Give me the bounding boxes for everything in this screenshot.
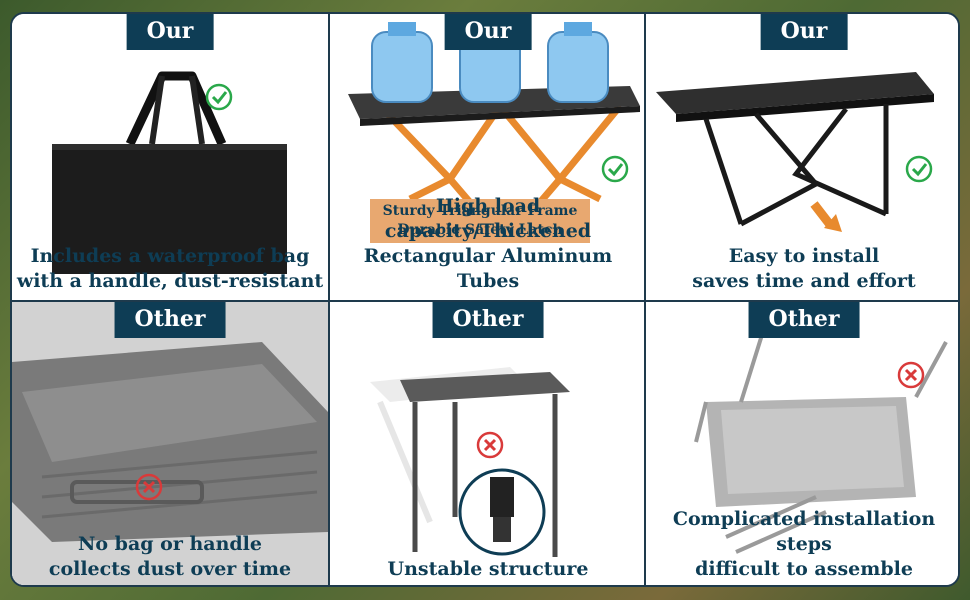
panel-tag: Our: [444, 14, 532, 50]
divider: [328, 14, 330, 585]
panel-our-bag: Our Includes a waterproof bag with a han…: [12, 14, 328, 300]
panel-tag: Other: [432, 302, 544, 338]
cross-icon: [476, 431, 504, 459]
panel-our-install: Our Easy to install saves time and effor…: [646, 14, 958, 300]
panel-our-load: Sturdy Triangular Frame Durable Safety L…: [330, 14, 646, 300]
panel-other-install: Other Complicated installation steps dif…: [646, 302, 958, 585]
bare-table-illustration: [12, 302, 328, 585]
divider: [12, 300, 958, 302]
note-line: Sturdy Triangular Frame: [382, 203, 578, 219]
cross-icon: [897, 361, 925, 389]
panel-caption: No bag or handle collects dust over time: [12, 532, 328, 582]
comparison-grid: Our Includes a waterproof bag with a han…: [10, 12, 960, 587]
carry-bag-illustration: [52, 71, 287, 274]
caption-line: with a handle, dust-resistant: [16, 270, 324, 292]
check-icon: [205, 83, 233, 111]
caption-line: saves time and effort: [692, 270, 916, 292]
panel-tag: Other: [114, 302, 226, 338]
divider: [644, 14, 646, 585]
caption-line: difficult to assemble: [695, 558, 913, 580]
cross-icon: [135, 473, 163, 501]
panel-caption: Includes a waterproof bag with a handle,…: [12, 244, 328, 294]
panel-tag: Our: [126, 14, 214, 50]
caption-line: collects dust over time: [48, 558, 292, 580]
disassembled-table-illustration: [694, 321, 948, 554]
caption-line: Rectangular Aluminum Tubes: [363, 245, 613, 292]
caption-line: Easy to install: [728, 245, 880, 267]
note-line: Durable Safety Latch: [397, 222, 563, 238]
caption-line: Includes a waterproof bag: [30, 245, 310, 267]
panel-caption: Easy to install saves time and effort: [646, 244, 958, 294]
panel-caption: Complicated installation steps difficult…: [646, 507, 958, 582]
panel-tag: Our: [760, 14, 848, 50]
caption-line: Complicated installation steps: [672, 508, 936, 555]
panel-caption: High load capacity/Thickened Rectangular…: [330, 194, 646, 294]
caption-line: Unstable structure: [387, 558, 589, 580]
panel-caption: Unstable structure: [330, 557, 646, 582]
feature-note: Sturdy Triangular Frame Durable Safety L…: [370, 199, 590, 243]
check-icon: [601, 155, 629, 183]
check-icon: [905, 155, 933, 183]
caption-line: No bag or handle: [78, 533, 262, 555]
folding-table-illustration: [656, 72, 934, 232]
panel-tag: Other: [748, 302, 860, 338]
wobbly-table-illustration: [370, 367, 570, 557]
caption-line: High load capacity/Thickened: [384, 195, 592, 242]
panel-other-bag: Other No bag or handle collects dust ove…: [12, 302, 328, 585]
panel-other-structure: Other Unstable structure: [330, 302, 646, 585]
